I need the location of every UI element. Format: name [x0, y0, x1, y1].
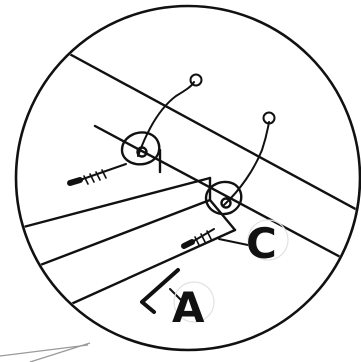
label-a: A — [172, 283, 205, 332]
label-c: C — [246, 219, 277, 268]
leader-pointer — [0, 343, 90, 362]
